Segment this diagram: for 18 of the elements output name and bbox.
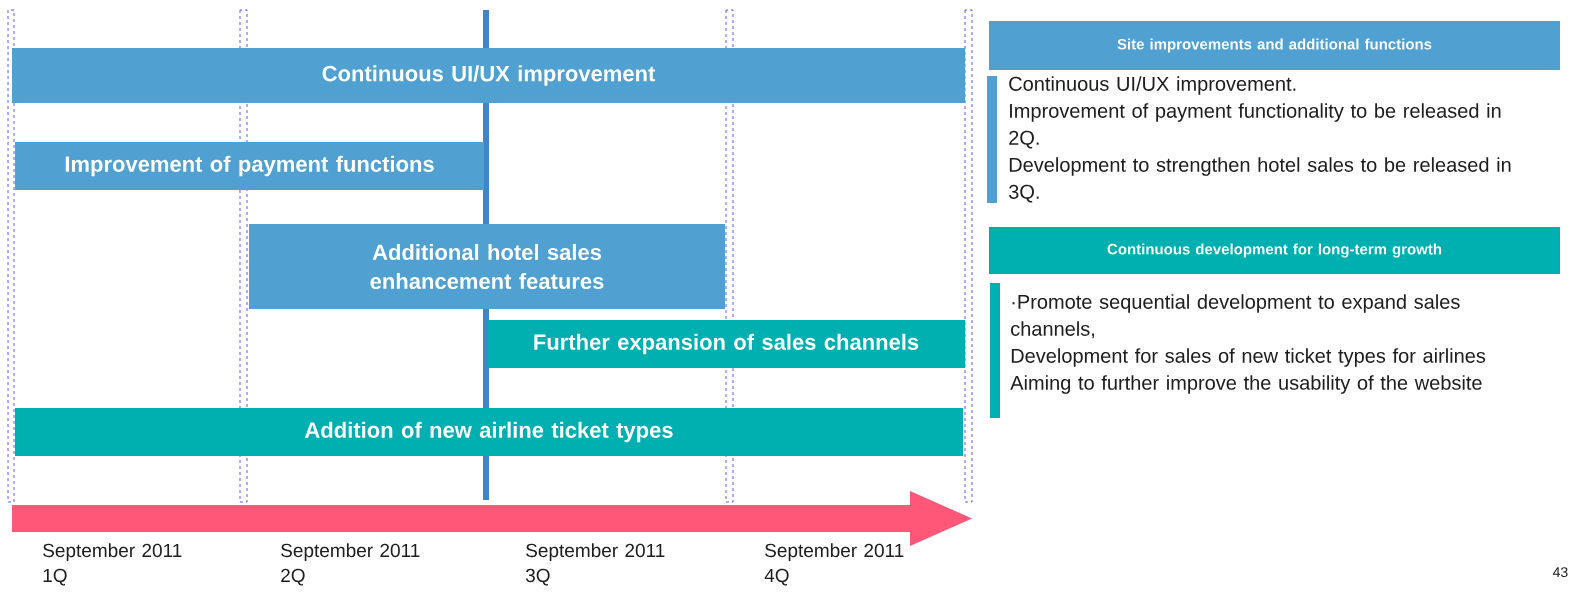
bullet-text: Development to strengthen hotel sales to be released in 3Q. <box>1008 157 1511 203</box>
timeline-bar: Continuous UI/UX improvement <box>12 48 965 103</box>
timeline-bar: Further expansion of sales channels <box>487 320 965 368</box>
bullet-text: Development for sales of new ticket types for airlines <box>1011 348 1486 367</box>
section-header: Site improvements and additional functions <box>989 21 1560 70</box>
quarter-label: September 2011 2Q <box>281 543 420 586</box>
timeline-bar: Additional hotel sales enhancement features <box>249 224 725 309</box>
timeline-bar: Improvement of payment functions <box>15 142 484 190</box>
bullet-text: ·Promote sequential development to expand sales channels, <box>1011 294 1460 339</box>
timeline-bar: Addition of new airline ticket types <box>15 408 963 456</box>
bullet-text: Continuous UI/UX improvement. <box>1009 76 1296 95</box>
quarter-label: September 2011 1Q <box>43 543 182 586</box>
quarter-label: September 2011 3Q <box>525 543 665 586</box>
section-header: Continuous development for long-term growth <box>989 227 1560 274</box>
bullet-text: Improvement of payment functionality to be released in 2Q. <box>1009 103 1501 149</box>
bullet-text: Aiming to further improve the usability of the website <box>1010 375 1482 394</box>
page-number: 43 <box>1552 567 1568 578</box>
quarter-label: September 2011 4Q <box>764 543 904 586</box>
